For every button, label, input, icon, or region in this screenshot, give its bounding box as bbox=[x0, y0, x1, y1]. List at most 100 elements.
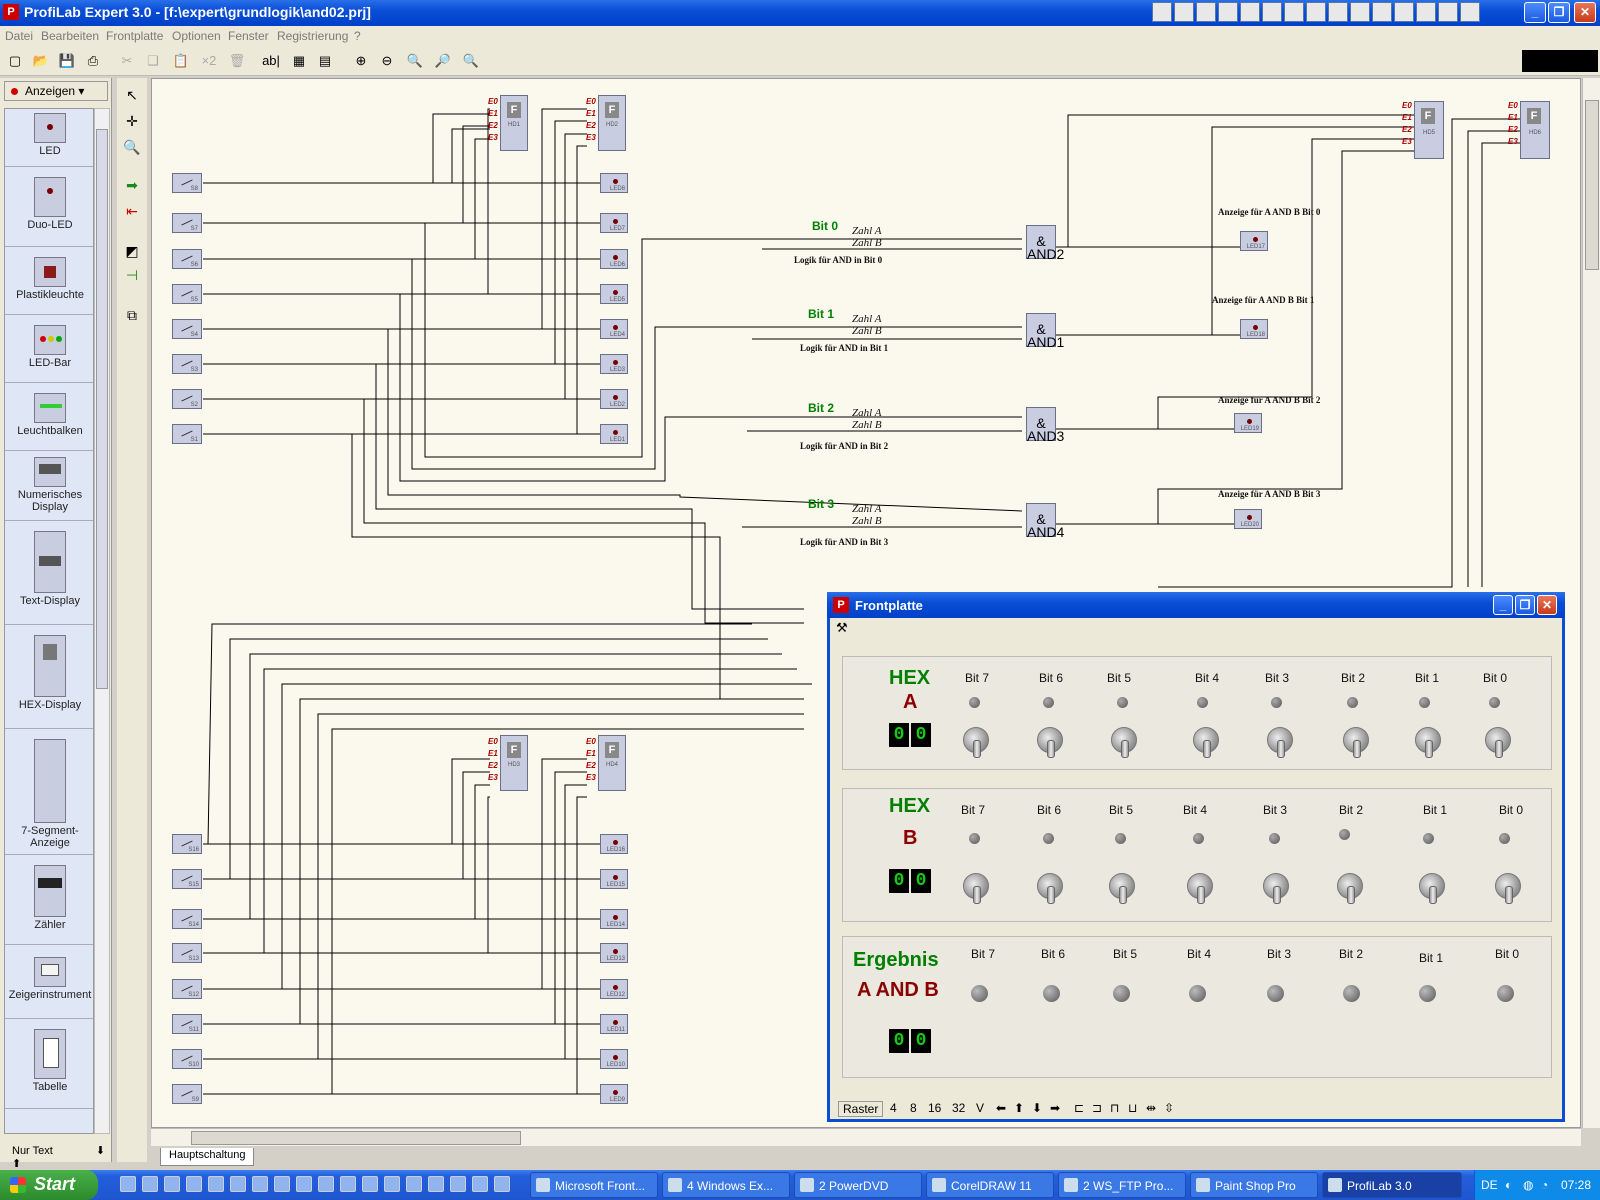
switch-s7[interactable]: S7 bbox=[172, 213, 202, 233]
led-led7[interactable]: LED7 bbox=[600, 213, 628, 233]
grid-icon[interactable]: ▦ bbox=[292, 53, 306, 68]
toggle-switch[interactable] bbox=[963, 727, 989, 758]
led-led15[interactable]: LED15 bbox=[600, 869, 628, 889]
open-folder-icon[interactable]: 📂 bbox=[32, 53, 50, 68]
start-button[interactable]: Start bbox=[0, 1170, 98, 1200]
cut-icon[interactable]: ✂ bbox=[121, 53, 133, 68]
quicklaunch-icon[interactable] bbox=[252, 1176, 268, 1192]
app-launcher-icon[interactable] bbox=[1306, 2, 1326, 22]
menu-datei[interactable]: Datei bbox=[5, 29, 34, 43]
palette-category-select[interactable]: Anzeigen ▾ bbox=[4, 81, 108, 101]
toggle-switch[interactable] bbox=[1111, 727, 1137, 758]
palette-item-led-bar[interactable]: LED-Bar bbox=[5, 315, 93, 383]
switch-s15[interactable]: S15 bbox=[172, 869, 202, 889]
toggle-switch[interactable] bbox=[1263, 873, 1289, 904]
and-gate-and4[interactable]: &AND4 bbox=[1026, 503, 1064, 539]
palette-item-zeigerinstrument[interactable]: Zeigerinstrument bbox=[5, 945, 93, 1019]
and-gate-and3[interactable]: &AND3 bbox=[1026, 407, 1064, 443]
palette-item-numerisches-display[interactable]: Numerisches Display bbox=[5, 451, 93, 521]
delete-icon[interactable]: 🗑 bbox=[228, 53, 246, 68]
switch-s6[interactable]: S6 bbox=[172, 249, 202, 269]
quicklaunch-icon[interactable] bbox=[472, 1176, 488, 1192]
raster-option[interactable]: 32 bbox=[952, 1101, 966, 1115]
zoom-fit-icon[interactable]: 🔎 bbox=[434, 53, 452, 68]
app-launcher-icon[interactable] bbox=[1394, 2, 1414, 22]
toggle-switch[interactable] bbox=[1415, 727, 1441, 758]
quicklaunch-icon[interactable] bbox=[296, 1176, 312, 1192]
switch-s11[interactable]: S11 bbox=[172, 1014, 202, 1034]
switch-s16[interactable]: S16 bbox=[172, 834, 202, 854]
align-icon[interactable]: ⊓ bbox=[1110, 1101, 1120, 1115]
palette-scrollbar[interactable] bbox=[94, 108, 110, 1134]
task-windows-explorer[interactable]: 4 Windows Ex... bbox=[662, 1172, 790, 1198]
task-powerdvd[interactable]: 2 PowerDVD bbox=[794, 1172, 922, 1198]
toggle-switch[interactable] bbox=[1267, 727, 1293, 758]
align-icon[interactable]: ⇹ bbox=[1146, 1101, 1157, 1115]
switch-s2[interactable]: S2 bbox=[172, 389, 202, 409]
palette-item-text-display[interactable]: Text-Display bbox=[5, 521, 93, 625]
led-led14[interactable]: LED14 bbox=[600, 909, 628, 929]
task-paint-shop-pro[interactable]: Paint Shop Pro bbox=[1190, 1172, 1318, 1198]
raster-option[interactable]: 8 bbox=[910, 1101, 917, 1115]
led-led9[interactable]: LED9 bbox=[600, 1084, 628, 1104]
app-launcher-icon[interactable] bbox=[1416, 2, 1436, 22]
toggle-switch[interactable] bbox=[1187, 873, 1213, 904]
quicklaunch-icon[interactable] bbox=[340, 1176, 356, 1192]
minimize-button[interactable]: _ bbox=[1524, 2, 1546, 23]
and-gate-and2[interactable]: &AND2 bbox=[1026, 225, 1064, 261]
palette-item-duo-led[interactable]: Duo-LED bbox=[5, 167, 93, 247]
copy-icon[interactable]: ❏ bbox=[147, 53, 159, 68]
palette-filter[interactable]: Nur Text ⬇ ⬆ bbox=[12, 1145, 106, 1170]
quicklaunch-icon[interactable] bbox=[384, 1176, 400, 1192]
app-icon[interactable]: P bbox=[3, 4, 19, 20]
page-icon[interactable]: ▤ bbox=[318, 53, 332, 68]
frontplatte-title-bar[interactable]: P Frontplatte _ ❐ ✕ bbox=[827, 592, 1565, 618]
toggle-switch[interactable] bbox=[1495, 873, 1521, 904]
switch-s14[interactable]: S14 bbox=[172, 909, 202, 929]
quicklaunch-icon[interactable] bbox=[406, 1176, 422, 1192]
canvas-vertical-scrollbar[interactable] bbox=[1582, 78, 1600, 1128]
menu-fenster[interactable]: Fenster bbox=[228, 29, 269, 43]
toggle-switch[interactable] bbox=[1485, 727, 1511, 758]
arrow-up-icon[interactable]: ⬆ bbox=[1014, 1101, 1025, 1115]
zoom-out-icon[interactable]: ⊖ bbox=[381, 53, 393, 68]
palette-item-7segment[interactable]: 7-Segment-Anzeige bbox=[5, 729, 93, 855]
toggle-switch[interactable] bbox=[1419, 873, 1445, 904]
switch-s8[interactable]: S8 bbox=[172, 173, 202, 193]
vertical-scroll-thumb[interactable] bbox=[1585, 100, 1599, 270]
language-indicator[interactable]: DE bbox=[1481, 1178, 1498, 1192]
label-tool-icon[interactable]: ◩ bbox=[125, 243, 139, 259]
new-file-icon[interactable]: ▢ bbox=[8, 53, 22, 68]
app-launcher-icon[interactable] bbox=[1438, 2, 1458, 22]
led-led20[interactable]: LED20 bbox=[1234, 509, 1262, 529]
palette-item-zaehler[interactable]: Zähler bbox=[5, 855, 93, 945]
quicklaunch-icon[interactable] bbox=[164, 1176, 180, 1192]
quicklaunch-icon[interactable] bbox=[142, 1176, 158, 1192]
led-led8[interactable]: LED8 bbox=[600, 173, 628, 193]
led-led5[interactable]: LED5 bbox=[600, 284, 628, 304]
quicklaunch-icon[interactable] bbox=[274, 1176, 290, 1192]
quicklaunch-icon[interactable] bbox=[450, 1176, 466, 1192]
close-button[interactable]: ✕ bbox=[1574, 2, 1596, 23]
led-led19[interactable]: LED19 bbox=[1234, 413, 1262, 433]
palette-item-led[interactable]: LED bbox=[5, 109, 93, 167]
app-launcher-icon[interactable] bbox=[1196, 2, 1216, 22]
task-frontpage[interactable]: Microsoft Front... bbox=[530, 1172, 658, 1198]
quicklaunch-icon[interactable] bbox=[120, 1176, 136, 1192]
led-led1[interactable]: LED1 bbox=[600, 424, 628, 444]
led-led16[interactable]: LED16 bbox=[600, 834, 628, 854]
app-launcher-icon[interactable] bbox=[1262, 2, 1282, 22]
network-icon[interactable]: ◐ bbox=[1505, 1178, 1513, 1192]
print-icon[interactable]: ⎙ bbox=[87, 53, 99, 68]
zoom-icon[interactable]: 🔍 bbox=[406, 53, 424, 68]
component-swap-icon[interactable]: ⧉ bbox=[127, 307, 137, 323]
app-launcher-icon[interactable] bbox=[1174, 2, 1194, 22]
frontplatte-maximize-button[interactable]: ❐ bbox=[1515, 595, 1535, 615]
maximize-button[interactable]: ❐ bbox=[1548, 2, 1570, 23]
quicklaunch-icon[interactable] bbox=[186, 1176, 202, 1192]
palette-scroll-thumb[interactable] bbox=[96, 129, 108, 689]
wire-tool-icon[interactable]: ✛ bbox=[126, 113, 138, 129]
align-icon[interactable]: ⇳ bbox=[1164, 1101, 1175, 1115]
